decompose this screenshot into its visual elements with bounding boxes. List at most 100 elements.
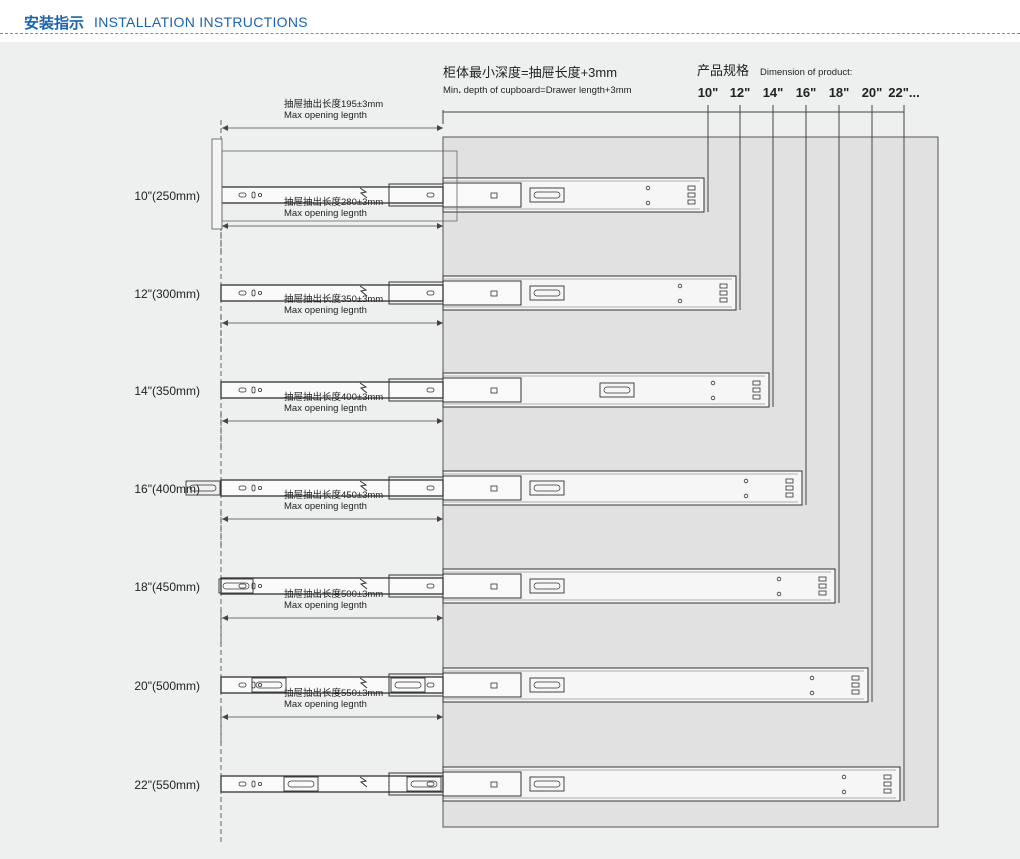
drawer-body-outline — [221, 150, 458, 222]
dimension-size-label: 10" — [698, 85, 719, 100]
rear-bracket-hole — [752, 394, 761, 400]
slot-hole — [533, 681, 561, 689]
slot-hole — [238, 583, 247, 589]
slide-inner-block — [442, 182, 522, 208]
slide-size-label: 20"(500mm) — [134, 679, 200, 693]
slot-hole — [251, 484, 256, 492]
rear-bracket-hole — [752, 380, 761, 386]
cabinet-depth-en: Min. depth of cupboard=Drawer length+3mm — [443, 85, 632, 96]
opening-length-zh: 抽屉抽出长度500±3mm — [284, 588, 383, 600]
slot-group — [406, 776, 442, 792]
slot-group — [529, 578, 565, 594]
dimension-size-label: 20" — [862, 85, 883, 100]
mount-hole — [490, 290, 498, 297]
slot-hole — [533, 484, 561, 492]
rear-bracket-hole — [752, 387, 761, 393]
slot-hole — [251, 386, 256, 394]
slot-hole — [603, 386, 631, 394]
mount-hole — [490, 781, 498, 788]
slot-hole — [251, 191, 256, 199]
dimension-en: Dimension of product: — [760, 67, 852, 78]
slide-break-mark — [359, 776, 368, 788]
slot-hole — [238, 192, 247, 198]
header-title-en: INSTALLATION INSTRUCTIONS — [94, 14, 308, 30]
slot-hole — [533, 780, 561, 788]
mount-hole — [490, 192, 498, 199]
slide-inner-block — [442, 280, 522, 306]
slot-hole — [238, 682, 247, 688]
rear-bracket-hole — [719, 283, 728, 289]
slot-group — [599, 382, 635, 398]
rear-bracket-hole — [687, 185, 696, 191]
round-hole — [841, 789, 847, 795]
round-hole — [257, 683, 262, 688]
rear-bracket-hole — [719, 290, 728, 296]
slot-hole — [426, 781, 435, 787]
slide-break-mark — [359, 578, 368, 590]
slide-size-label: 18"(450mm) — [134, 580, 200, 594]
header-title-zh: 安装指示 — [24, 14, 85, 32]
opening-length-zh: 抽屉抽出长度350±3mm — [284, 293, 383, 305]
slot-hole — [410, 780, 438, 788]
round-hole — [257, 485, 262, 490]
slot-hole — [255, 681, 283, 689]
slide-inner-block — [442, 771, 522, 797]
slide-size-label: 14"(350mm) — [134, 384, 200, 398]
rear-bracket-hole — [818, 576, 827, 582]
slot-hole — [238, 781, 247, 787]
round-hole — [776, 591, 782, 597]
mount-hole — [490, 583, 498, 590]
slot-hole — [251, 582, 256, 590]
rear-bracket-hole — [883, 788, 892, 794]
slot-hole — [426, 387, 435, 393]
round-hole — [841, 774, 847, 780]
opening-length-en: Max opening legnth — [284, 600, 367, 611]
slot-hole — [251, 780, 256, 788]
round-hole — [257, 584, 262, 589]
slot-hole — [426, 192, 435, 198]
mount-hole — [490, 682, 498, 689]
mount-hole — [490, 387, 498, 394]
rear-bracket-hole — [883, 774, 892, 780]
slide-inner-block — [442, 672, 522, 698]
rear-bracket-hole — [687, 199, 696, 205]
rear-bracket-hole — [687, 192, 696, 198]
slide-intermediate-member — [388, 183, 444, 207]
round-hole — [743, 493, 749, 499]
slide-intermediate-member — [388, 673, 444, 697]
header-bar: 安装指示 INSTALLATION INSTRUCTIONS — [0, 0, 1020, 42]
rear-bracket-hole — [851, 682, 860, 688]
round-hole — [776, 576, 782, 582]
slot-hole — [287, 780, 315, 788]
slide-break-mark — [359, 677, 368, 689]
slot-group — [529, 285, 565, 301]
rear-bracket-hole — [785, 478, 794, 484]
rear-bracket-hole — [851, 675, 860, 681]
slide-size-label: 16"(400mm) — [134, 482, 200, 496]
slot-group — [529, 776, 565, 792]
rear-bracket-hole — [818, 590, 827, 596]
opening-length-en: Max opening legnth — [284, 403, 367, 414]
slot-group — [529, 480, 565, 496]
round-hole — [257, 387, 262, 392]
dimension-size-label: 22"... — [888, 85, 919, 100]
opening-length-zh: 抽屉抽出长度280±3mm — [284, 196, 383, 208]
slot-group — [390, 677, 426, 693]
slot-group — [529, 187, 565, 203]
dimension-zh: 产品规格 — [697, 63, 749, 78]
slide-break-mark — [359, 480, 368, 492]
slide-inner-block — [442, 573, 522, 599]
slot-hole — [189, 484, 217, 492]
opening-length-en: Max opening legnth — [284, 208, 367, 219]
rear-bracket-hole — [785, 485, 794, 491]
slot-hole — [426, 583, 435, 589]
slide-break-mark — [359, 382, 368, 394]
round-hole — [809, 675, 815, 681]
slide-intermediate-member — [388, 378, 444, 402]
slot-group — [218, 578, 254, 594]
round-hole — [809, 690, 815, 696]
opening-length-zh: 抽屉抽出长度450±3mm — [284, 489, 383, 501]
